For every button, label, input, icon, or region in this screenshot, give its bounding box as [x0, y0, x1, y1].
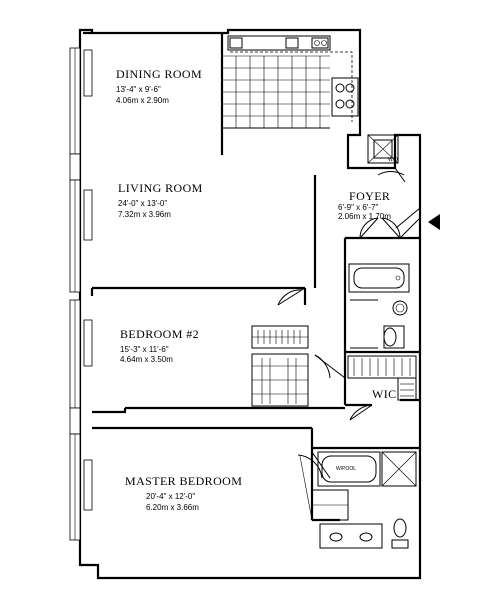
wic-name: WIC: [372, 387, 397, 401]
master-bedroom-dim-metric: 6.20m x 3.66m: [146, 503, 199, 512]
dining-room-dim-imperial: 13'-4" x 9'-6": [116, 85, 161, 94]
living-room-name: LIVING ROOM: [118, 181, 203, 195]
living-room-dim-imperial: 24'-0" x 13'-0": [118, 199, 167, 208]
master-closet: [311, 489, 349, 521]
foyer-name: FOYER: [349, 189, 390, 203]
living-room-dim-metric: 7.32m x 3.96m: [118, 210, 171, 219]
room-labels: DINING ROOM 13'-4" x 9'-6" 4.06m x 2.90m…: [116, 67, 397, 512]
wd-label: W/D: [388, 157, 398, 163]
washer-dryer: W/D: [367, 134, 399, 164]
dining-room-dim-metric: 4.06m x 2.90m: [116, 96, 169, 105]
entry-arrow-icon: [428, 214, 440, 230]
bedroom2-closet: [251, 287, 346, 407]
master-bedroom-dim-imperial: 20'-4" x 12'-0": [146, 492, 195, 501]
bathroom-1: [348, 263, 410, 349]
dining-room-name: DINING ROOM: [116, 67, 202, 81]
walk-in-closet: [347, 355, 417, 421]
interior-walls: [90, 33, 420, 522]
foyer-doors: [359, 167, 421, 239]
tub-label: W/POOL: [336, 466, 356, 472]
bedroom2-name: BEDROOM #2: [120, 327, 199, 341]
master-bedroom-name: MASTER BEDROOM: [125, 474, 242, 488]
kitchen: [222, 35, 359, 129]
master-bathroom: W/POOL: [297, 451, 417, 549]
foyer-dim-imperial: 6'-9" x 6'-7": [338, 203, 378, 212]
west-windows: [69, 47, 93, 541]
foyer-dim-metric: 2.06m x 1.70m: [338, 212, 391, 221]
bedroom2-dim-metric: 4.64m x 3.50m: [120, 355, 173, 364]
bedroom2-dim-imperial: 15'-3" x 11'-6": [120, 345, 169, 354]
